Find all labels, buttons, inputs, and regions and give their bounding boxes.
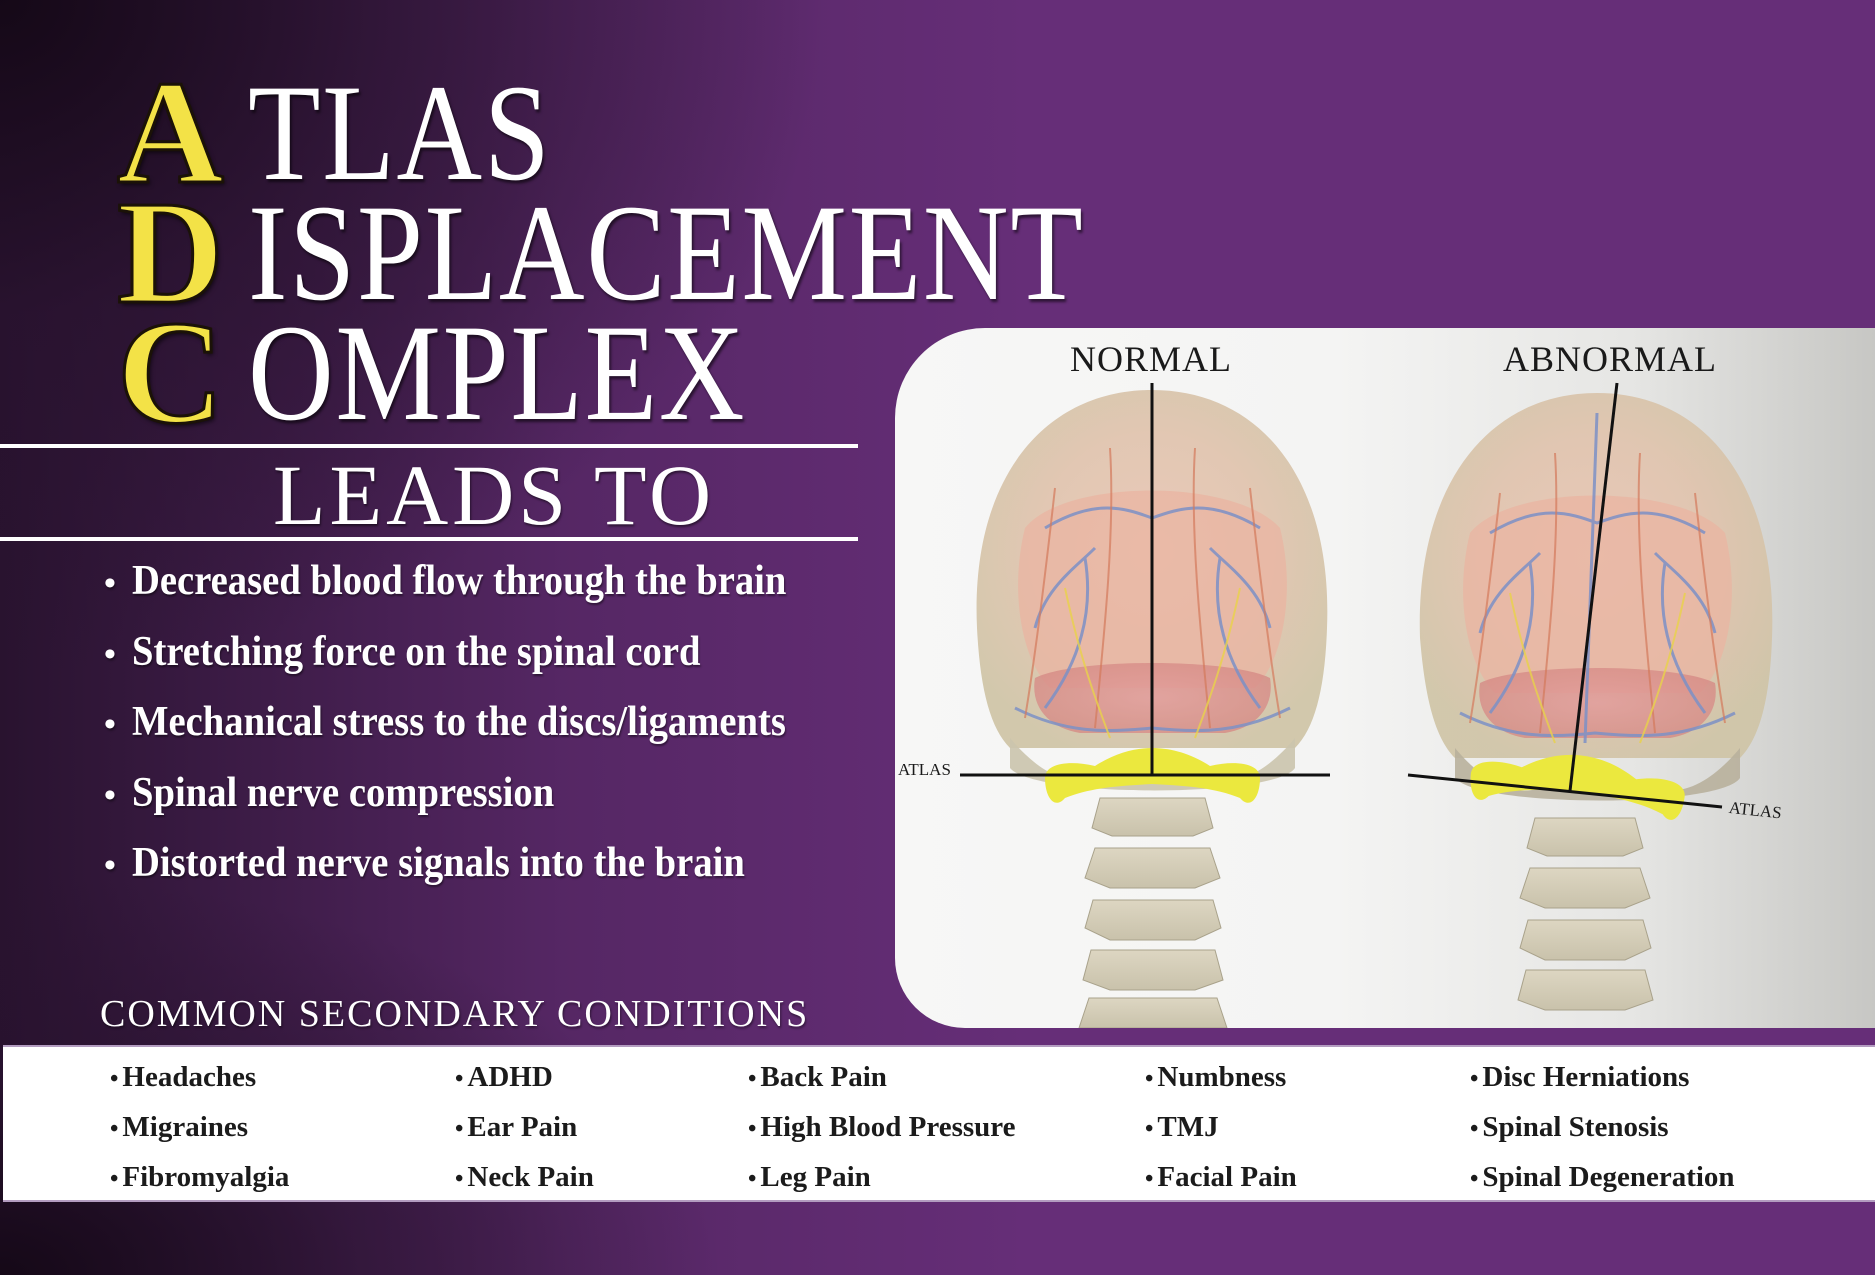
effect-item: •Decreased blood flow through the brain bbox=[104, 558, 843, 629]
bullet-icon: • bbox=[1145, 1066, 1154, 1092]
skull-spine-illustration bbox=[960, 382, 1773, 1028]
atlas-vertebra-tilted-icon bbox=[1470, 754, 1685, 820]
title-word-complex: OMPLEX bbox=[248, 296, 747, 449]
conditions-column: •ADHD •Ear Pain •Neck Pain bbox=[455, 1055, 594, 1205]
conditions-heading: COMMON SECONDARY CONDITIONS bbox=[100, 993, 810, 1035]
condition-item: •Migraines bbox=[110, 1111, 249, 1143]
bullet-icon: • bbox=[104, 706, 116, 743]
conditions-band: •Headaches •Migraines •Fibromyalgia •ADH… bbox=[3, 1045, 1875, 1202]
divider-top bbox=[0, 444, 858, 448]
bullet-icon: • bbox=[748, 1116, 757, 1142]
condition-item: •Disc Herniations bbox=[1470, 1061, 1690, 1093]
condition-item: •Numbness bbox=[1145, 1061, 1287, 1093]
bullet-icon: • bbox=[104, 847, 116, 884]
bullet-icon: • bbox=[1470, 1116, 1479, 1142]
title-word-atlas: TLAS bbox=[248, 56, 552, 209]
bullet-icon: • bbox=[1145, 1116, 1154, 1142]
effects-list: •Decreased blood flow through the brain … bbox=[104, 558, 843, 911]
bullet-icon: • bbox=[1470, 1166, 1479, 1192]
bullet-icon: • bbox=[748, 1066, 757, 1092]
condition-item: •Facial Pain bbox=[1145, 1161, 1297, 1193]
title-initial-c: C bbox=[116, 291, 226, 455]
condition-item: •ADHD bbox=[455, 1061, 553, 1093]
title-initial-d: D bbox=[116, 171, 226, 335]
condition-item: •Neck Pain bbox=[455, 1161, 594, 1193]
bullet-icon: • bbox=[104, 565, 116, 602]
divider-bottom bbox=[0, 537, 858, 541]
abnormal-midline bbox=[1568, 382, 1619, 792]
condition-item: •Leg Pain bbox=[748, 1161, 871, 1193]
bullet-icon: • bbox=[1145, 1166, 1154, 1192]
condition-item: •Fibromyalgia bbox=[110, 1161, 290, 1193]
title-word-displacement: ISPLACEMENT bbox=[248, 176, 1085, 329]
condition-item: •High Blood Pressure bbox=[748, 1111, 1016, 1143]
condition-item: •Spinal Degeneration bbox=[1470, 1161, 1735, 1193]
effect-item: •Distorted nerve signals into the brain bbox=[104, 840, 843, 911]
bullet-icon: • bbox=[104, 635, 116, 673]
effect-item: •Stretching force on the spinal cord bbox=[104, 629, 843, 700]
bullet-icon: • bbox=[455, 1066, 464, 1092]
conditions-column: •Numbness •TMJ •Facial Pain bbox=[1145, 1055, 1297, 1205]
bullet-icon: • bbox=[748, 1166, 757, 1192]
bullet-icon: • bbox=[110, 1066, 119, 1092]
effect-item: •Mechanical stress to the discs/ligament… bbox=[104, 699, 843, 770]
bullet-icon: • bbox=[110, 1116, 119, 1142]
condition-item: •Back Pain bbox=[748, 1061, 887, 1093]
condition-item: •Ear Pain bbox=[455, 1111, 578, 1143]
abnormal-skull-icon bbox=[1419, 393, 1773, 1011]
conditions-column: •Disc Herniations •Spinal Stenosis •Spin… bbox=[1470, 1055, 1735, 1205]
bullet-icon: • bbox=[455, 1166, 464, 1192]
abnormal-atlas-line bbox=[1407, 773, 1723, 809]
condition-item: •Spinal Stenosis bbox=[1470, 1111, 1669, 1143]
abnormal-label: ABNORMAL bbox=[1503, 339, 1718, 379]
title-initial-a: A bbox=[116, 51, 226, 215]
bullet-icon: • bbox=[455, 1116, 464, 1142]
condition-item: •TMJ bbox=[1145, 1111, 1219, 1143]
condition-item: •Headaches bbox=[110, 1061, 257, 1093]
bullet-icon: • bbox=[104, 776, 116, 814]
conditions-column: •Back Pain •High Blood Pressure •Leg Pai… bbox=[748, 1055, 1016, 1205]
normal-label: NORMAL bbox=[1070, 339, 1233, 379]
atlas-label-normal: ATLAS bbox=[898, 760, 951, 779]
bullet-icon: • bbox=[1470, 1066, 1479, 1092]
conditions-column: •Headaches •Migraines •Fibromyalgia bbox=[110, 1055, 289, 1205]
comparison-illustration: NORMAL ABNORMAL ATLAS ATLAS bbox=[895, 328, 1875, 1028]
effect-item: •Spinal nerve compression bbox=[104, 770, 843, 841]
bullet-icon: • bbox=[110, 1166, 119, 1192]
leads-to-heading: LEADS TO bbox=[273, 447, 716, 543]
